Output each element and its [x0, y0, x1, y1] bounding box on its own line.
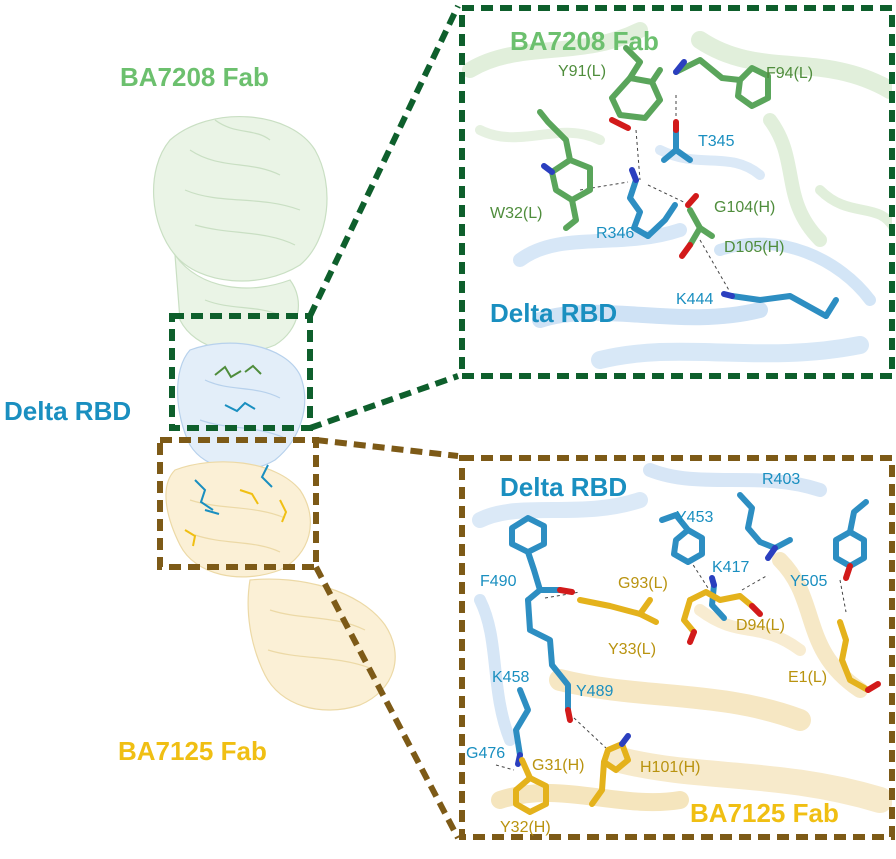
- residue-y33: Y33(L): [608, 641, 657, 658]
- residue-f490: F490: [480, 573, 517, 590]
- overview-fab7208-label: BA7208 Fab: [120, 62, 269, 92]
- top-panel-rbd-label: Delta RBD: [490, 298, 618, 328]
- overview-sticks: [184, 364, 288, 547]
- residue-k458: K458: [492, 669, 530, 686]
- residue-y505: Y505: [790, 573, 828, 590]
- residue-y453: Y453: [676, 509, 714, 526]
- residue-y489: Y489: [576, 683, 614, 700]
- connector-top-lower: [309, 373, 459, 431]
- bottom-panel-fab-label: BA7125 Fab: [690, 798, 839, 828]
- residue-r403: R403: [762, 471, 801, 488]
- residue-y32: Y32(H): [500, 819, 551, 836]
- residue-y91: Y91(L): [558, 63, 607, 80]
- residue-g104: G104(H): [714, 199, 776, 216]
- residue-t345: T345: [698, 133, 735, 150]
- top-panel-content: [462, 22, 892, 369]
- bottom-panel-frame: [459, 455, 895, 840]
- connector-top-upper: [307, 4, 461, 318]
- fab7208-ribbon: [153, 116, 328, 353]
- fab7125-ribbon: [165, 461, 396, 711]
- residue-g476: G476: [466, 745, 506, 762]
- residue-w32: W32(L): [490, 205, 543, 222]
- top-panel-frame: [459, 5, 895, 379]
- residue-k417: K417: [712, 559, 750, 576]
- connector-bottom-upper: [315, 437, 459, 459]
- bottom-panel-content: [472, 463, 892, 815]
- residue-k444: K444: [676, 291, 714, 308]
- bottom-panel-rbd-label: Delta RBD: [500, 472, 628, 502]
- overview-box-bottom: [157, 437, 319, 570]
- residue-r346: R346: [596, 225, 635, 242]
- residue-g93: G93(L): [618, 575, 668, 592]
- residue-g31: G31(H): [532, 757, 585, 774]
- residue-f94: F94(L): [766, 65, 814, 82]
- top-panel-fab-label: BA7208 Fab: [510, 26, 659, 56]
- residue-d94: D94(L): [736, 617, 785, 634]
- residue-e1: E1(L): [788, 669, 828, 686]
- residue-d105: D105(H): [724, 239, 785, 256]
- overview-rbd-label: Delta RBD: [4, 396, 132, 426]
- overview-box-top: [169, 313, 313, 431]
- overview-structure: [153, 116, 396, 711]
- connector-bottom-lower: [313, 565, 461, 840]
- residue-h101: H101(H): [640, 759, 701, 776]
- overview-fab7125-label: BA7125 Fab: [118, 736, 267, 766]
